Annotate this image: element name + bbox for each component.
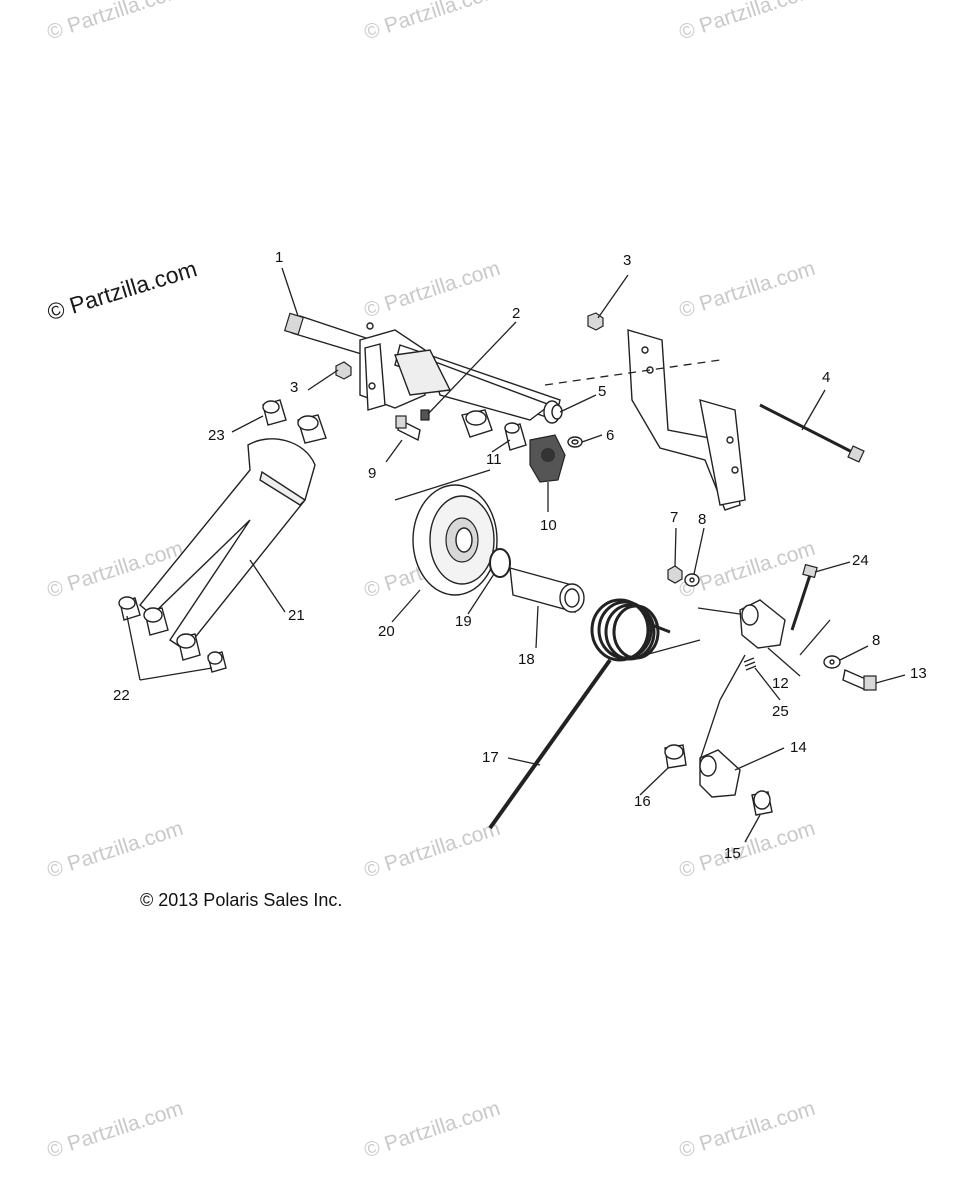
callout-24: 24 xyxy=(852,552,869,569)
part-6-washer xyxy=(567,436,583,448)
callout-21: 21 xyxy=(288,607,305,624)
callout-5: 5 xyxy=(598,383,606,400)
part-18-spacer-tube xyxy=(509,567,585,613)
callout-18: 18 xyxy=(518,651,535,668)
callout-12: 12 xyxy=(772,675,789,692)
part-14-cam xyxy=(699,749,741,798)
part-16-bushing xyxy=(664,744,687,769)
part-8-washer-lower xyxy=(823,655,841,669)
part-2-grease-fitting xyxy=(420,409,430,421)
callout-19: 19 xyxy=(455,613,472,630)
callout-7: 7 xyxy=(670,509,678,526)
callout-14: 14 xyxy=(790,739,807,756)
callout-3-lower: 3 xyxy=(290,379,298,396)
callout-9: 9 xyxy=(368,465,376,482)
part-3-nut-lower xyxy=(335,361,352,380)
part-7-nut xyxy=(667,565,683,584)
callout-1: 1 xyxy=(275,249,283,266)
callout-4: 4 xyxy=(822,369,830,386)
part-24-bolt xyxy=(790,563,818,631)
callout-10: 10 xyxy=(540,517,557,534)
callout-23: 23 xyxy=(208,427,225,444)
callout-22: 22 xyxy=(113,687,130,704)
callout-numbers: 1 2 3 3 4 5 6 7 8 8 9 10 11 12 13 14 15 … xyxy=(113,249,927,862)
callout-25: 25 xyxy=(772,703,789,720)
part-8-washer-upper xyxy=(684,573,700,587)
part-9-bolt xyxy=(395,415,421,442)
callout-17: 17 xyxy=(482,749,499,766)
part-11-bushing xyxy=(504,422,527,451)
part-19-ring xyxy=(489,548,511,578)
part-17-torsion-spring xyxy=(488,598,701,830)
callout-15: 15 xyxy=(724,845,741,862)
callout-20: 20 xyxy=(378,623,395,640)
callout-8-lower: 8 xyxy=(872,632,880,649)
frame-bracket xyxy=(544,329,746,511)
callout-3-upper: 3 xyxy=(623,252,631,269)
part-13-bolt xyxy=(842,669,877,691)
callout-13: 13 xyxy=(910,665,927,682)
part-3-nut-upper xyxy=(587,312,604,331)
part-20-idler-wheel xyxy=(394,469,498,596)
callout-16: 16 xyxy=(634,793,651,810)
part-25-spring-pin xyxy=(743,657,757,671)
part-1-axle-assembly xyxy=(283,312,561,424)
part-22-bushings xyxy=(118,596,227,673)
copyright-notice: © 2013 Polaris Sales Inc. xyxy=(140,890,343,910)
part-12-cam xyxy=(739,599,786,649)
part-15-bushing xyxy=(751,790,773,816)
leader-lines xyxy=(126,267,906,843)
callout-8-upper: 8 xyxy=(698,511,706,528)
part-4-long-bolt xyxy=(759,403,865,463)
spacer xyxy=(461,409,493,438)
part-5-bushing xyxy=(551,404,563,420)
callout-6: 6 xyxy=(606,427,614,444)
part-21-rocker-arm xyxy=(139,438,316,651)
callout-2: 2 xyxy=(512,305,520,322)
part-23-bushings xyxy=(262,399,327,444)
part-10-adjuster-block xyxy=(529,434,566,483)
callout-11: 11 xyxy=(486,451,502,468)
